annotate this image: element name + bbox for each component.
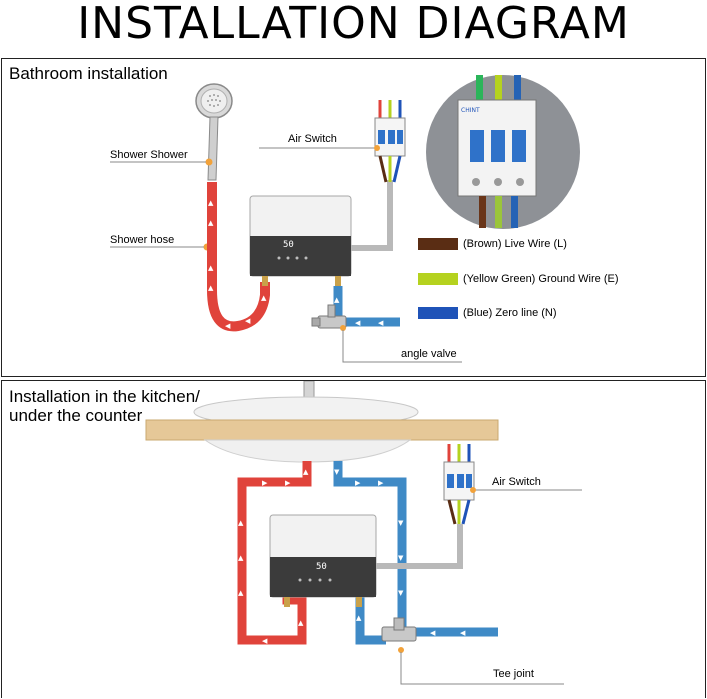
svg-text:▼: ▼ xyxy=(334,468,340,476)
kitchen-heading-line2: under the counter xyxy=(9,406,143,425)
svg-text:▲: ▲ xyxy=(208,284,214,292)
bathroom-panel xyxy=(1,58,706,377)
svg-text:◀: ◀ xyxy=(378,319,384,327)
air-switch-label: Air Switch xyxy=(288,133,337,145)
breaker-closeup: CHINT xyxy=(426,75,580,229)
svg-text:◀: ◀ xyxy=(430,629,436,637)
legend-swatch-brown xyxy=(418,238,458,250)
kitchen-air-switch-label: Air Switch xyxy=(492,476,541,488)
shower-hose-pipe xyxy=(207,182,270,332)
angle-valve-icon xyxy=(311,304,347,329)
shower-head-label: Shower Shower xyxy=(110,149,188,161)
kitchen-water-heater: 50 xyxy=(269,514,377,607)
kitchen-heater-display: 50 xyxy=(316,562,327,572)
svg-text:▲: ▲ xyxy=(334,296,340,304)
svg-text:▲: ▲ xyxy=(208,264,214,272)
legend-live-wire: (Brown) Live Wire (L) xyxy=(463,238,567,250)
shower-head-icon xyxy=(195,83,233,181)
legend-swatch-blue xyxy=(418,307,458,319)
legend-swatch-yellow-green xyxy=(418,273,458,285)
svg-text:▼: ▼ xyxy=(398,519,404,527)
svg-text:▼: ▼ xyxy=(398,589,404,597)
svg-text:◀: ◀ xyxy=(225,322,231,330)
svg-text:▲: ▲ xyxy=(238,554,244,562)
breaker-brand: CHINT xyxy=(461,107,480,114)
page-title: INSTALLATION DIAGRAM xyxy=(77,0,630,49)
water-heater: 50 xyxy=(249,195,352,286)
svg-text:◀: ◀ xyxy=(355,319,361,327)
svg-text:▲: ▲ xyxy=(303,468,309,476)
air-switch-breaker xyxy=(374,100,406,183)
tee-joint-icon xyxy=(381,617,417,642)
svg-text:▲: ▲ xyxy=(208,199,214,207)
shower-hose-label: Shower hose xyxy=(110,234,175,246)
svg-text:▲: ▲ xyxy=(238,519,244,527)
svg-text:◀: ◀ xyxy=(262,637,268,645)
svg-text:▲: ▲ xyxy=(238,589,244,597)
heater-display: 50 xyxy=(283,240,294,250)
legend-ground-wire: (Yellow Green) Ground Wire (E) xyxy=(463,273,619,285)
svg-text:▼: ▼ xyxy=(398,554,404,562)
kitchen-heading-line1: Installation in the kitchen/ xyxy=(9,387,200,406)
kitchen-panel xyxy=(1,380,706,698)
svg-text:▶: ▶ xyxy=(262,479,268,487)
svg-text:◀: ◀ xyxy=(460,629,466,637)
svg-text:▶: ▶ xyxy=(355,479,361,487)
svg-text:▲: ▲ xyxy=(261,294,267,302)
svg-text:▶: ▶ xyxy=(285,479,291,487)
svg-text:▶: ▶ xyxy=(378,479,384,487)
kitchen-air-switch-breaker xyxy=(443,444,475,525)
angle-valve-label: angle valve xyxy=(401,348,457,360)
svg-text:▲: ▲ xyxy=(208,219,214,227)
svg-text:▲: ▲ xyxy=(356,614,362,622)
svg-text:◀: ◀ xyxy=(245,317,251,325)
bathroom-heading: Bathroom installation xyxy=(9,64,168,83)
legend-zero-line: (Blue) Zero line (N) xyxy=(463,307,557,319)
tee-joint-label: Tee joint xyxy=(493,668,534,680)
svg-text:▲: ▲ xyxy=(298,619,304,627)
